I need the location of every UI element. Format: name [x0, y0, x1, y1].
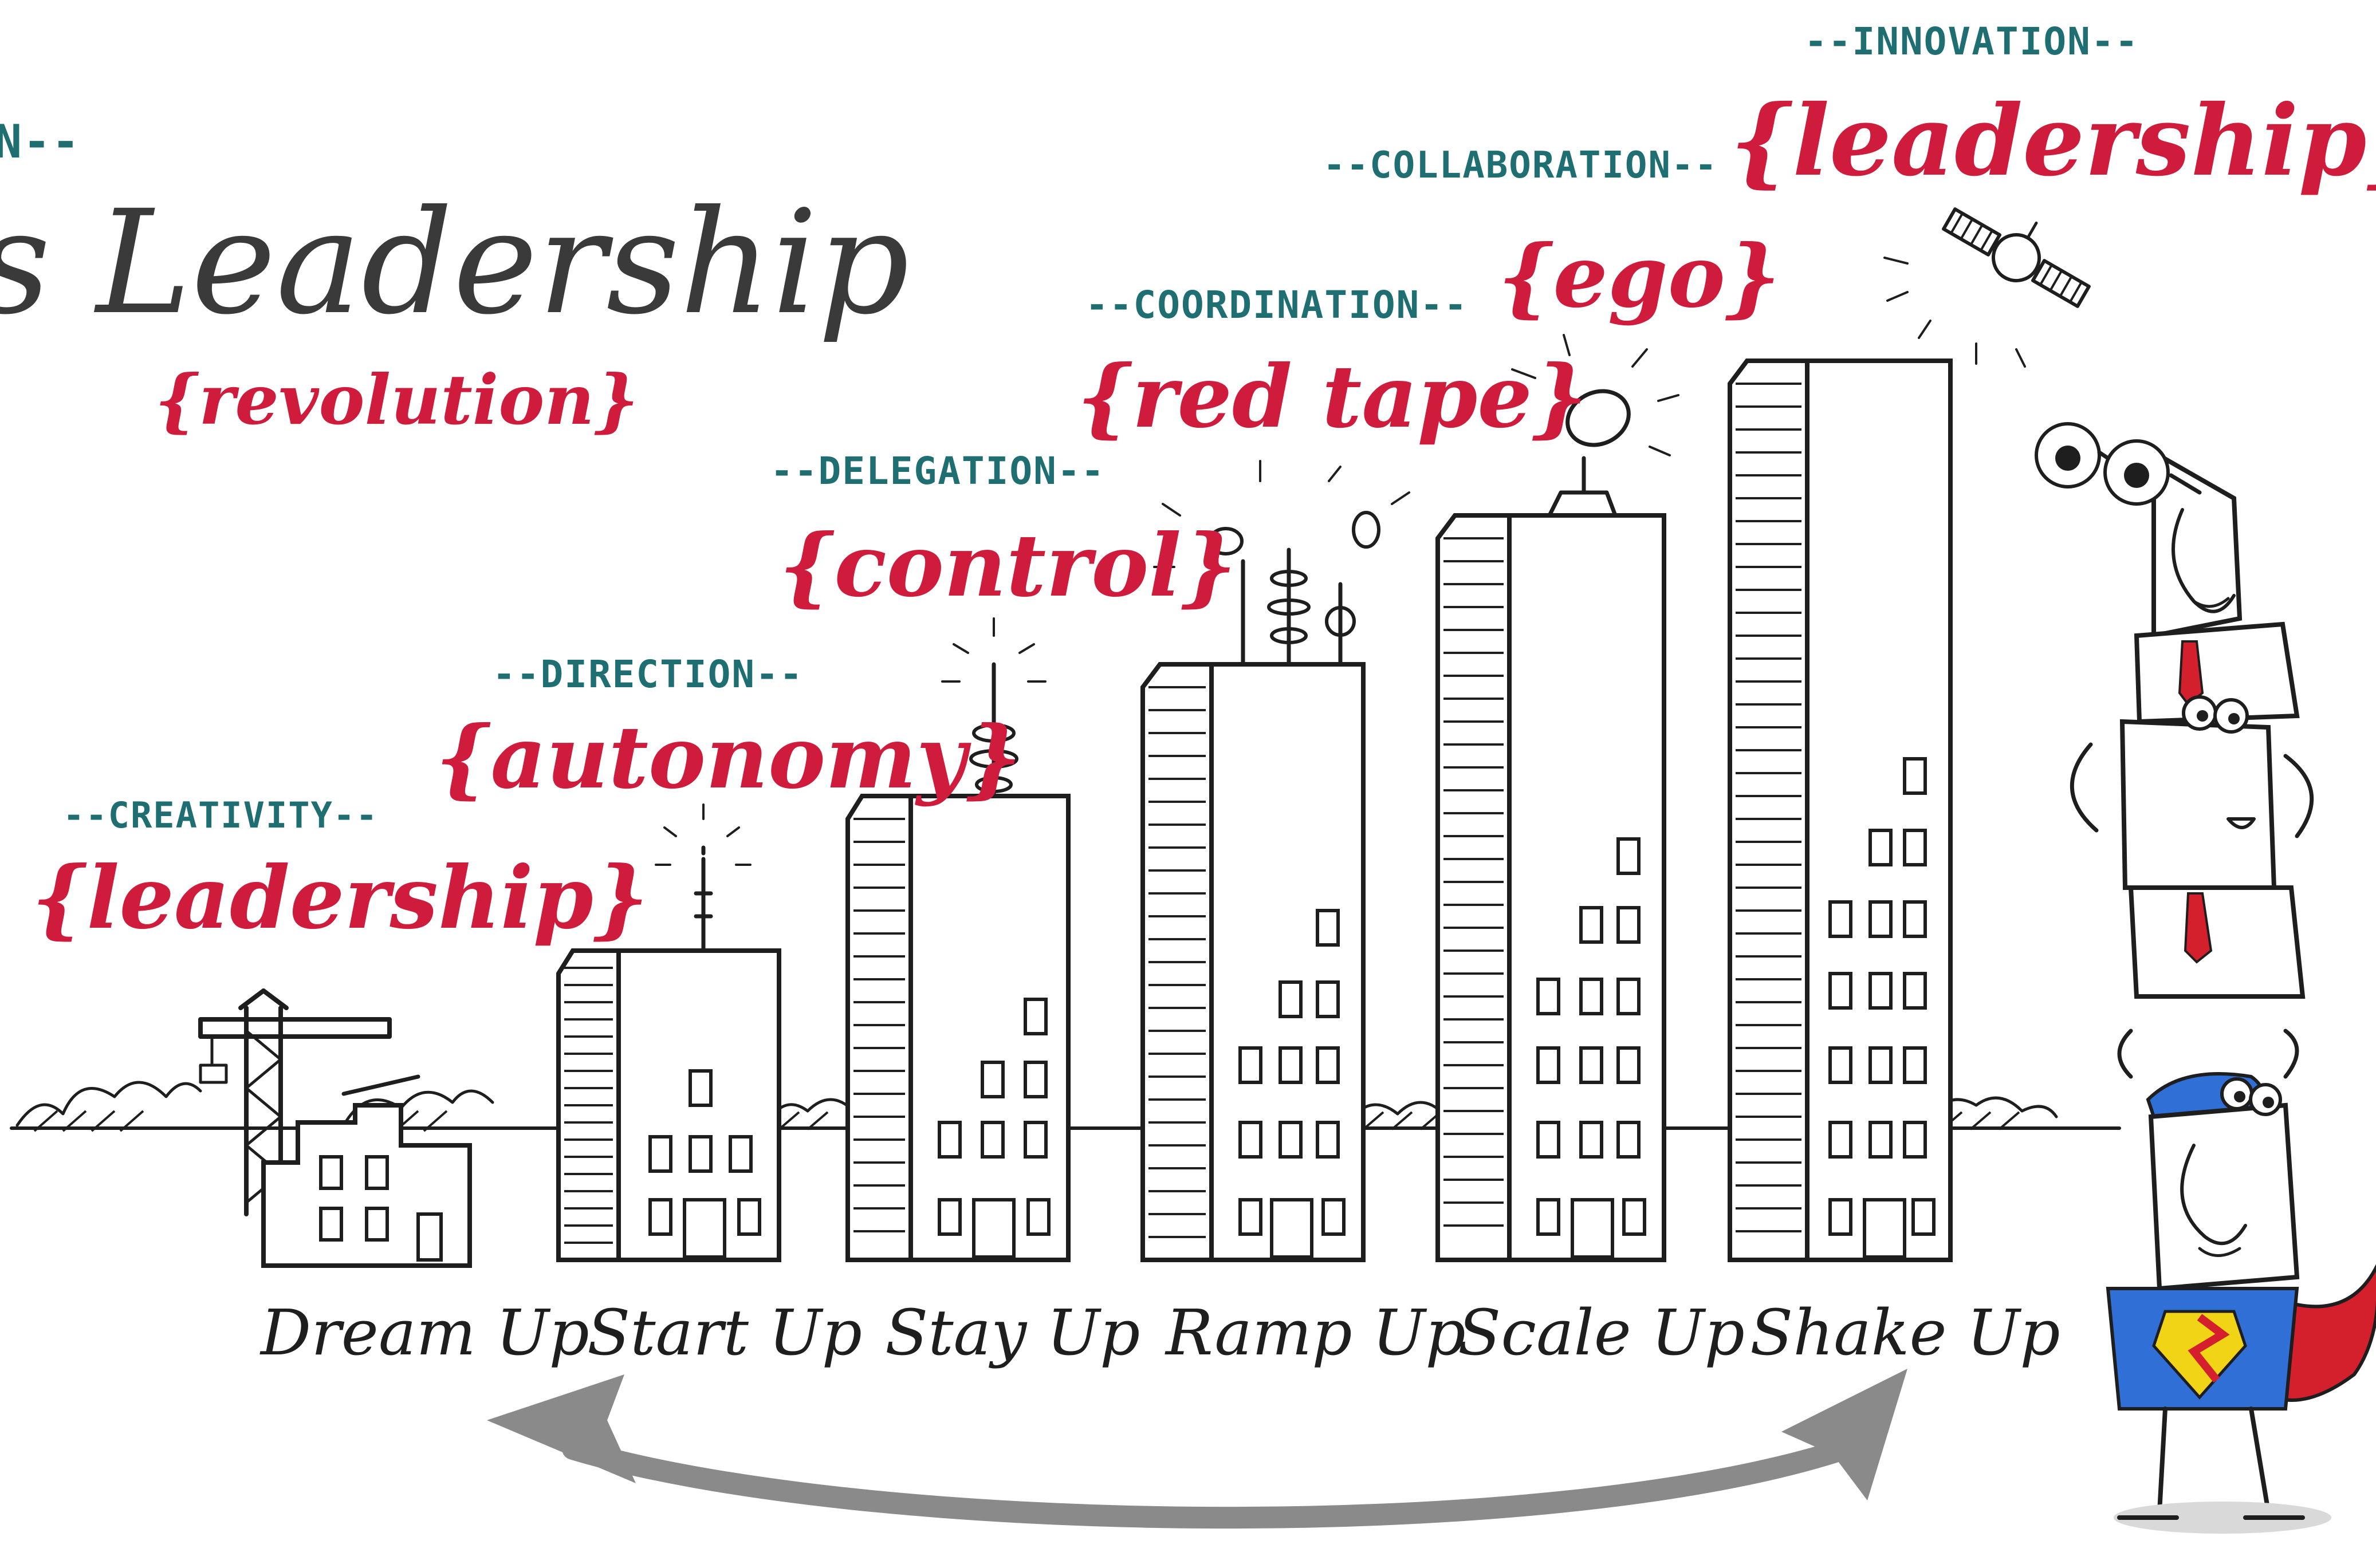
stage-stay-up-crisis: {control} [779, 515, 1237, 616]
stage-ramp-up-name: Ramp Up [1165, 1296, 1466, 1369]
binoculars-character [2035, 422, 2300, 724]
crane-icon [198, 988, 392, 1216]
stage-dream-up-theme: --CREATIVITY-- [63, 794, 379, 836]
building-shake-up [1728, 358, 1953, 1262]
stage-labels: --CREATIVITY-- {leadership} --DIRECTION-… [32, 19, 2376, 948]
double-headed-arrow-icon [487, 1369, 1907, 1529]
stage-start-up-crisis: {autonomy} [435, 707, 1022, 808]
stage-shake-up-crisis: {leadership} [1730, 84, 2376, 198]
stage-ramp-up-theme: --COORDINATION-- [1085, 283, 1468, 327]
satellite-icon [1942, 207, 2091, 308]
diagram-header: N-- s Leadership {revolution} [0, 115, 910, 440]
stage-stay-up-name: Stay Up [885, 1296, 1140, 1369]
middle-character [2070, 695, 2314, 999]
stage-dream-up-name: Dream Up [259, 1296, 589, 1369]
building-start-up [556, 803, 781, 1262]
satellite-dish-icon [1153, 460, 1410, 667]
building-scale-up [1435, 334, 1679, 1262]
building-stay-up [845, 617, 1071, 1262]
antenna-icon [655, 803, 752, 953]
satellite-dish-icon [1511, 334, 1679, 518]
building-ramp-up [1140, 460, 1410, 1262]
stage-stay-up-theme: --DELEGATION-- [770, 449, 1105, 493]
stage-ramp-up-crisis: {red tape} [1077, 346, 1587, 447]
antenna-icon [941, 617, 1047, 798]
superhero-icon [2106, 1029, 2376, 1534]
header-title: s Leadership [0, 179, 910, 346]
binoculars-icon [2035, 422, 2202, 506]
header-theme-fragment: N-- [0, 115, 81, 168]
stage-scale-up-crisis: {ego} [1498, 226, 1780, 327]
stacked-characters [2035, 422, 2376, 1534]
tie-icon [2184, 892, 2213, 964]
stage-scale-up-theme: --COLLABORATION-- [1323, 144, 1718, 187]
satellite-signal-lines [1883, 257, 2026, 368]
building-dream-up [198, 988, 472, 1268]
stage-dream-up-crisis: {leadership} [32, 848, 648, 948]
stage-scale-up-name: Scale Up [1458, 1296, 1745, 1369]
stage-names: Dream Up Start Up Stay Up Ramp Up Scale … [259, 1296, 2060, 1369]
stage-start-up-name: Start Up [587, 1296, 862, 1369]
header-crisis: {revolution} [155, 360, 639, 440]
stage-start-up-theme: --DIRECTION-- [493, 652, 804, 696]
stage-shake-up-name: Shake Up [1750, 1296, 2060, 1369]
stage-shake-up-theme: --INNOVATION-- [1804, 19, 2139, 64]
